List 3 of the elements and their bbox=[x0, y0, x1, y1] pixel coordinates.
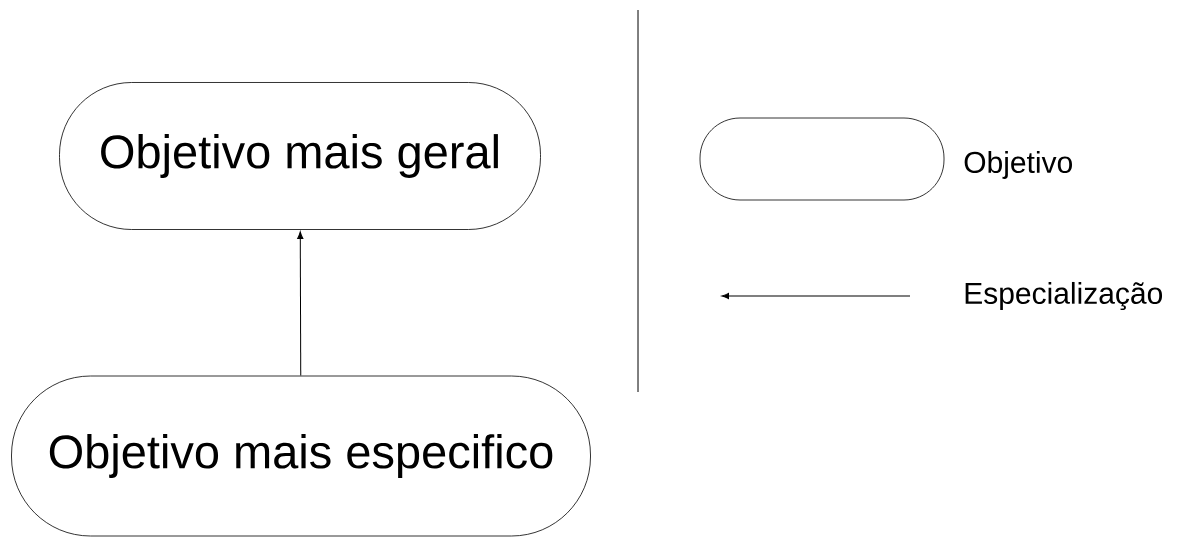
legend-label: Objetivo bbox=[964, 151, 1072, 179]
arrow bbox=[297, 231, 304, 377]
legend-label: Especialização bbox=[965, 281, 1163, 311]
